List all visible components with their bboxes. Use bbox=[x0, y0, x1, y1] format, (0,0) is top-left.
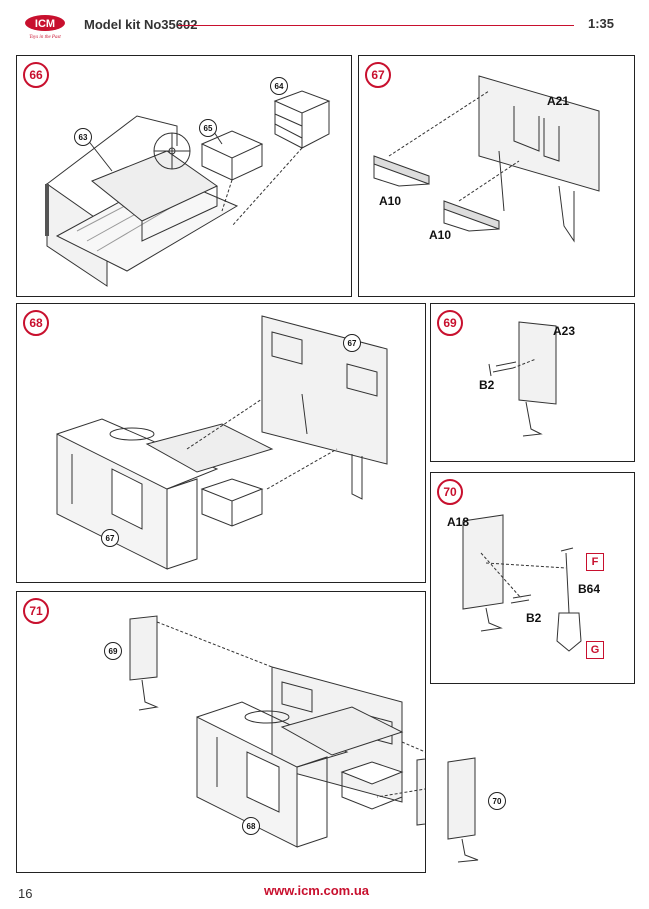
part-callout-67: 67 bbox=[101, 529, 119, 547]
part-label-a23: A23 bbox=[553, 324, 576, 338]
step-number: 68 bbox=[23, 310, 49, 336]
step-69-drawing bbox=[488, 321, 557, 437]
step-66-panel: 66 63 65 64 bbox=[16, 55, 352, 297]
part-label-b64: B64 bbox=[578, 582, 601, 596]
step-71-drawing bbox=[129, 615, 425, 848]
scale-label: 1:35 bbox=[588, 16, 615, 31]
step-number: 67 bbox=[365, 62, 391, 88]
part-label-a10: A10 bbox=[379, 194, 402, 208]
part-callout-65: 65 bbox=[199, 119, 217, 137]
part-label-b2: B2 bbox=[526, 611, 542, 625]
part-callout-63: 63 bbox=[74, 128, 92, 146]
step-number: 70 bbox=[437, 479, 463, 505]
step-67-panel: 67 A21 A10 A10 bbox=[358, 55, 635, 297]
part-callout-69: 69 bbox=[104, 642, 122, 660]
step-66-drawing bbox=[45, 90, 331, 287]
part-callout-68: 68 bbox=[242, 817, 260, 835]
step-number: 71 bbox=[23, 598, 49, 624]
part-label-a10: A10 bbox=[429, 228, 452, 242]
page-number: 16 bbox=[18, 886, 33, 901]
step-70-drawing bbox=[462, 514, 582, 652]
step-71-panel: 71 69 68 bbox=[16, 591, 426, 873]
part-label-a18: A18 bbox=[447, 515, 470, 529]
step-number: 69 bbox=[437, 310, 463, 336]
paint-marker-g: G bbox=[586, 641, 604, 659]
page-header: ICM Toys in the Past Model kit No35602 1… bbox=[0, 0, 649, 50]
part-callout-67: 67 bbox=[343, 334, 361, 352]
part-label-a21: A21 bbox=[547, 94, 570, 108]
step-68-drawing bbox=[56, 315, 388, 570]
kit-number: Model kit No35602 bbox=[84, 17, 198, 32]
icm-logo: ICM Toys in the Past bbox=[25, 15, 65, 40]
step-68-panel: 68 67 67 bbox=[16, 303, 426, 583]
step-67-drawing bbox=[373, 75, 600, 243]
part-callout-64: 64 bbox=[270, 77, 288, 95]
header-rule bbox=[178, 25, 574, 26]
svg-text:ICM: ICM bbox=[35, 18, 55, 30]
website-link[interactable]: www.icm.com.ua bbox=[264, 883, 369, 898]
svg-text:Toys in the Past: Toys in the Past bbox=[29, 35, 61, 40]
part-label-b2: B2 bbox=[479, 378, 495, 392]
step-70-panel: 70 A18 B2 B64 F G bbox=[430, 472, 635, 684]
part-callout-70: 70 bbox=[488, 792, 506, 810]
step-number: 66 bbox=[23, 62, 49, 88]
step-69-panel: 69 A23 B2 bbox=[430, 303, 635, 462]
paint-marker-f: F bbox=[586, 553, 604, 571]
